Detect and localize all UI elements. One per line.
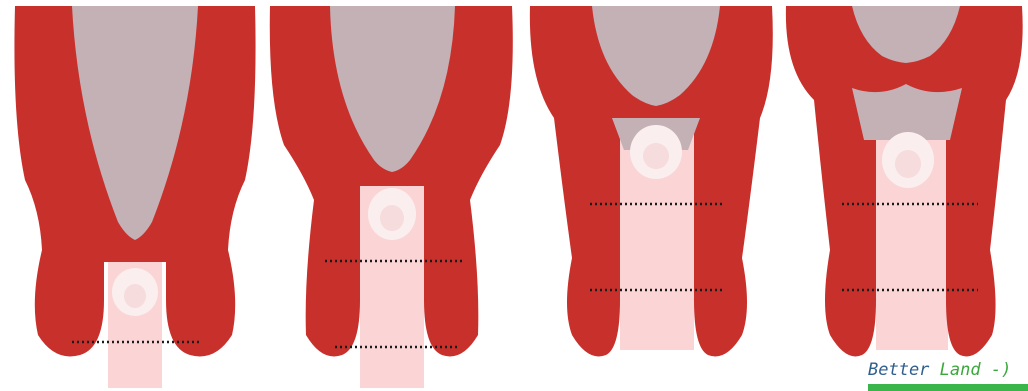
panel-3 <box>530 6 773 356</box>
panel-2 <box>270 6 513 388</box>
baby-head-detail <box>895 150 921 178</box>
baby-head-detail <box>643 143 669 169</box>
panel-1 <box>14 6 255 388</box>
baby-head-detail <box>380 205 404 231</box>
watermark-part3: -) <box>991 360 1011 380</box>
watermark: Better Land -) <box>868 360 1028 391</box>
cervix-opening <box>852 84 962 140</box>
watermark-part2: Land <box>940 360 981 380</box>
baby-head-detail <box>124 284 146 308</box>
watermark-bar <box>868 384 1028 391</box>
panel-4 <box>786 6 1023 356</box>
watermark-part1: Better <box>868 360 929 380</box>
